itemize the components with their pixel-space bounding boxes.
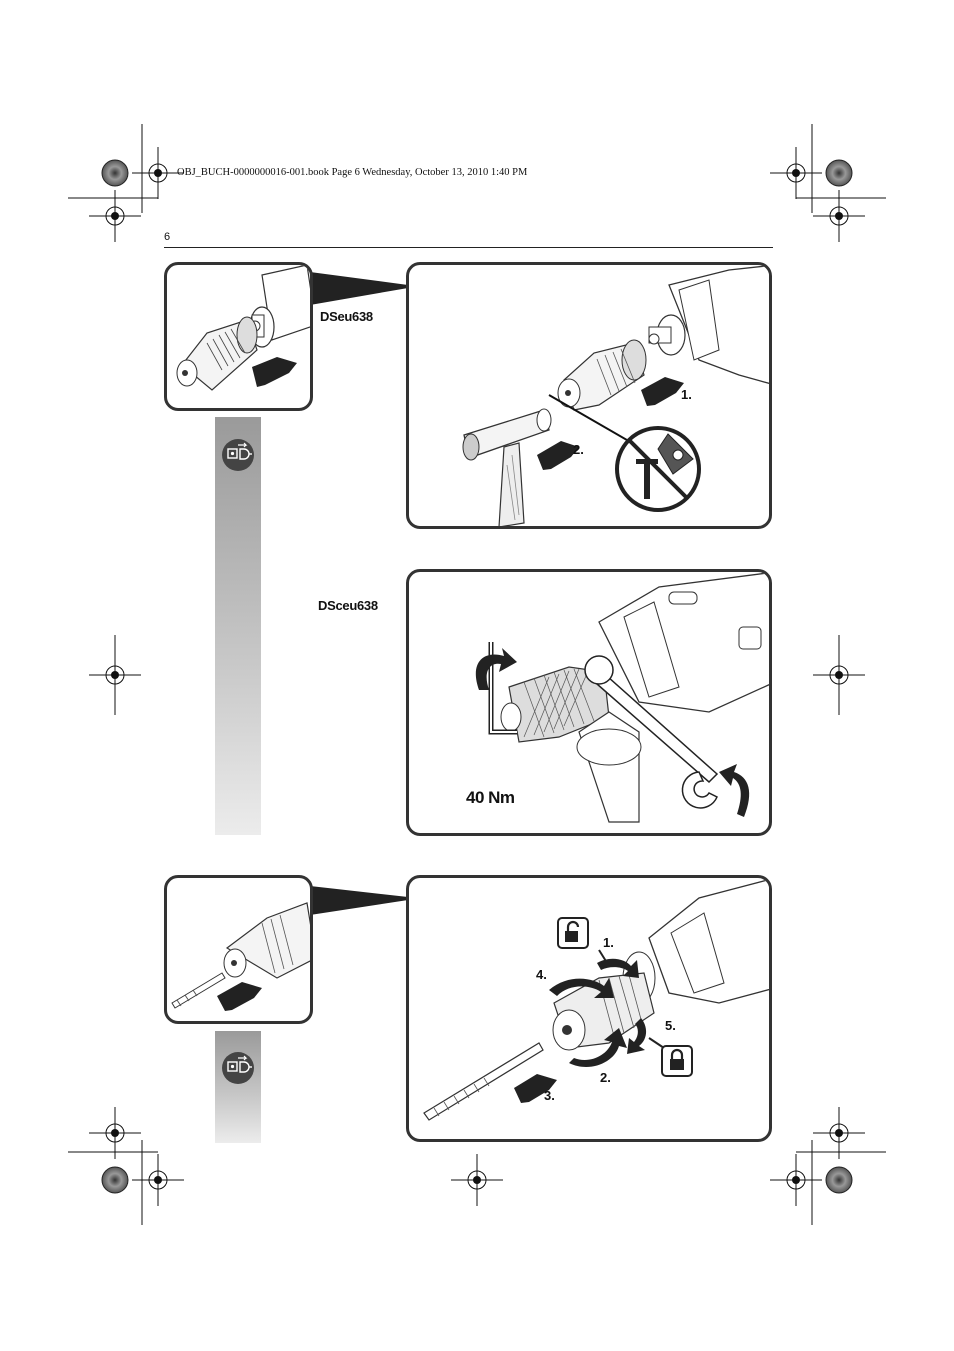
rotation-arrow-icon: [475, 648, 517, 690]
step-label: 2.: [573, 442, 584, 457]
model-label-middle: DSceu638: [318, 598, 378, 613]
step-label: 1.: [603, 935, 614, 950]
push-arrow-icon: [537, 441, 579, 470]
torque-label: 40 Nm: [466, 788, 515, 807]
step-label: 4.: [536, 967, 547, 982]
rotation-arrow-icon: [719, 764, 750, 817]
detail-panel-bottom: [164, 875, 313, 1024]
chuck-fitting-illustration: [462, 265, 769, 526]
push-arrow-icon: [641, 377, 684, 406]
lock-closed-icon: [661, 1045, 693, 1077]
step-label: 2.: [600, 1070, 611, 1085]
registration-mark-icon: [101, 159, 129, 187]
step-label: 1.: [681, 387, 692, 402]
figure-panel-middle: [406, 569, 772, 836]
print-header: OBJ_BUCH-0000000016-001.book Page 6 Wedn…: [177, 167, 528, 178]
push-arrow-icon: [217, 982, 262, 1011]
bit-insertion-illustration: [423, 878, 769, 1121]
registration-mark-icon: [101, 1166, 129, 1194]
model-label-top: DSeu638: [320, 309, 373, 324]
step-label: 5.: [665, 1018, 676, 1033]
rotation-arrow-icon: [569, 1028, 627, 1067]
unplug-icon: [222, 439, 254, 471]
unplug-icon: [222, 1052, 254, 1084]
bit-detail-illustration: [171, 902, 310, 1011]
chuck-removal-illustration: [475, 572, 769, 823]
rotation-arrow-icon: [627, 1018, 647, 1054]
lock-open-icon: [557, 917, 589, 949]
push-arrow-icon: [514, 1074, 557, 1103]
registration-mark-icon: [825, 1166, 853, 1194]
detail-panel-top: [164, 262, 313, 411]
side-strip-bottom: [215, 1031, 261, 1143]
figure-panel-top: [406, 262, 772, 529]
page-number: 6: [164, 231, 171, 243]
step-label: 3.: [544, 1088, 555, 1103]
figure-panel-bottom: [406, 875, 772, 1142]
rotation-arrow-icon: [549, 978, 614, 998]
side-strip-top: [215, 417, 261, 835]
push-arrow-icon: [252, 357, 297, 387]
chuck-detail-illustration: [176, 265, 310, 391]
registration-mark-icon: [825, 159, 853, 187]
no-hammer-icon: [615, 426, 701, 512]
header-rule: [164, 247, 773, 248]
